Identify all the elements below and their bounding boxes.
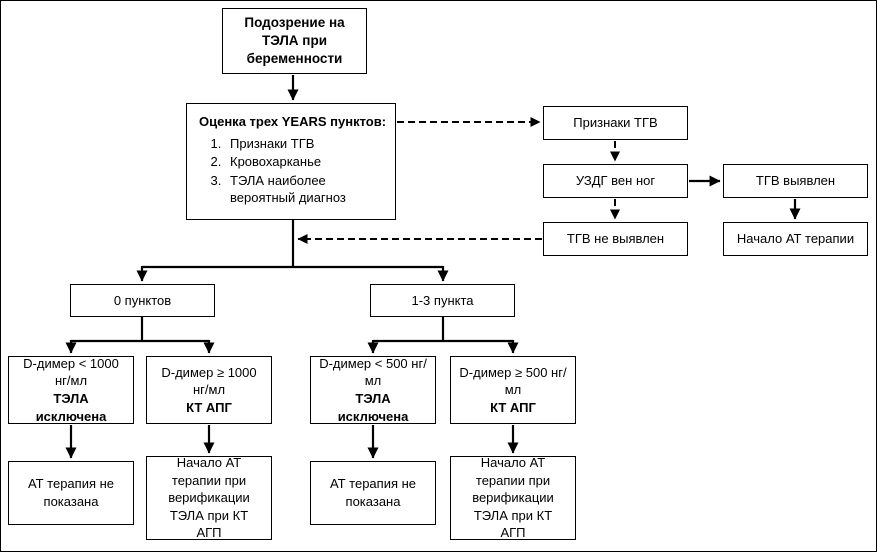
node-dimer-lt-1000-result: ТЭЛА исключена <box>35 391 107 424</box>
node-dimer-ge-500: D-димер ≥ 500 нг/мл КТ АПГ <box>450 356 576 424</box>
years-item-1: Признаки ТГВ <box>225 135 389 153</box>
node-tgv-found: ТГВ выявлен <box>723 164 868 198</box>
node-tgv-not-found-label: ТГВ не выявлен <box>566 231 665 247</box>
node-points-0: 0 пунктов <box>70 284 215 317</box>
node-dimer-lt-500: D-димер < 500 нг/мл ТЭЛА исключена <box>310 356 436 424</box>
node-dimer-lt-500-result: ТЭЛА исключена <box>337 391 409 424</box>
node-tgv-not-found: ТГВ не выявлен <box>543 222 688 256</box>
years-item-2: Кровохарканье <box>225 153 389 171</box>
node-dimer-lt-1000-text: D-димер < 1000 нг/мл <box>23 355 119 389</box>
node-uzdg: УЗДГ вен ног <box>543 164 688 198</box>
node-at-verify-right: Начало АТ терапии при верификации ТЭЛА п… <box>450 455 576 541</box>
years-title: Оценка трех YEARS пунктов: <box>199 114 387 129</box>
node-dimer-lt-500-text: D-димер < 500 нг/мл <box>319 355 427 389</box>
node-tgv-signs: Признаки ТГВ <box>543 106 688 140</box>
node-tgv-found-label: ТГВ выявлен <box>755 173 836 189</box>
node-at-verify-right-label: Начало АТ терапии при верификации ТЭЛА п… <box>472 455 554 541</box>
node-at-verify-left: Начало АТ терапии при верификации ТЭЛА п… <box>146 455 272 541</box>
node-no-at-left-label: АТ терапия не показана <box>27 476 115 509</box>
node-dimer-ge-1000-text: D-димер ≥ 1000 нг/мл <box>161 364 257 398</box>
node-dimer-lt-1000: D-димер < 1000 нг/мл ТЭЛА исключена <box>8 356 134 424</box>
node-dimer-ge-1000: D-димер ≥ 1000 нг/мл КТ АПГ <box>146 356 272 424</box>
node-no-at-right-label: АТ терапия не показана <box>329 476 417 509</box>
node-dimer-ge-500-result: КТ АПГ <box>490 399 536 415</box>
node-at-verify-left-label: Начало АТ терапии при верификации ТЭЛА п… <box>168 455 250 541</box>
years-items: Признаки ТГВ Кровохарканье ТЭЛА наиболее… <box>199 135 389 208</box>
node-dimer-ge-1000-result: КТ АПГ <box>186 399 232 415</box>
node-points-1-3-label: 1-3 пункта <box>411 292 474 308</box>
node-suspicion: Подозрение на ТЭЛА при беременности <box>222 8 367 74</box>
node-uzdg-label: УЗДГ вен ног <box>575 173 656 189</box>
node-at-start: Начало АТ терапии <box>723 222 868 256</box>
node-points-1-3: 1-3 пункта <box>370 284 515 317</box>
node-dimer-ge-500-text: D-димер ≥ 500 нг/мл <box>459 364 567 398</box>
node-tgv-signs-label: Признаки ТГВ <box>573 115 658 131</box>
node-suspicion-label: Подозрение на ТЭЛА при беременности <box>244 14 345 67</box>
node-at-start-label: Начало АТ терапии <box>736 231 855 247</box>
node-no-at-right: АТ терапия не показана <box>310 461 436 525</box>
node-years-score: Оценка трех YEARS пунктов: Признаки ТГВ … <box>186 103 396 220</box>
node-no-at-left: АТ терапия не показана <box>8 461 134 525</box>
years-item-3: ТЭЛА наиболее вероятный диагноз <box>225 172 389 207</box>
node-points-0-label: 0 пунктов <box>113 292 172 308</box>
